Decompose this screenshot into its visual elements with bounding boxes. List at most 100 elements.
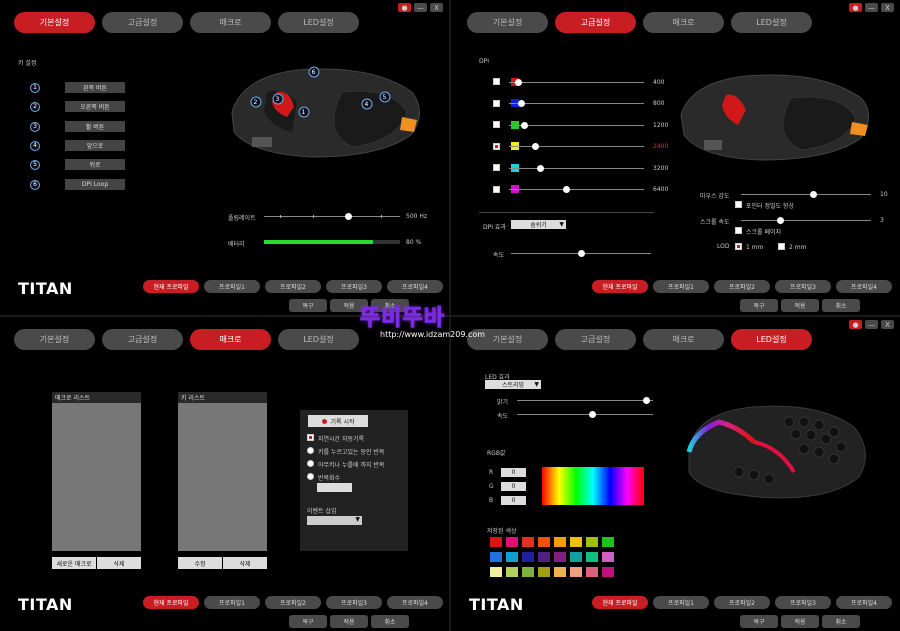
- lod-1mm-checkbox[interactable]: [735, 243, 742, 250]
- profile-2[interactable]: 프로파일2: [714, 596, 770, 609]
- profile-2[interactable]: 프로파일2: [714, 280, 770, 293]
- profile-1[interactable]: 프로파일1: [653, 280, 709, 293]
- tab-advanced[interactable]: 고급설정: [102, 329, 183, 350]
- key-assign-button-right[interactable]: 오른쪽 버튼: [65, 101, 125, 112]
- preset-color-swatch[interactable]: [506, 552, 518, 562]
- profile-current[interactable]: 현재 프로파일: [592, 596, 648, 609]
- profile-4[interactable]: 프로파일4: [836, 596, 892, 609]
- tab-advanced[interactable]: 고급설정: [555, 12, 636, 33]
- polling-rate-slider[interactable]: [264, 213, 400, 220]
- preset-color-swatch[interactable]: [570, 537, 582, 547]
- profile-current[interactable]: 현재 프로파일: [143, 280, 199, 293]
- repeat-count-input[interactable]: [317, 483, 352, 492]
- tab-led[interactable]: LED설정: [278, 329, 359, 350]
- polling-rate-knob[interactable]: [345, 213, 353, 220]
- dpi-slider[interactable]: [509, 121, 644, 129]
- key-assign-button-back[interactable]: 뒤로: [65, 159, 125, 170]
- dpi-knob[interactable]: [515, 78, 523, 86]
- led-speed-knob[interactable]: [588, 411, 596, 418]
- b-input[interactable]: 0: [501, 496, 526, 505]
- record-icon[interactable]: ●: [849, 3, 862, 12]
- close-button[interactable]: X: [881, 320, 894, 329]
- preset-color-swatch[interactable]: [490, 537, 502, 547]
- key-assign-button-wheel[interactable]: 휠 버튼: [65, 121, 125, 132]
- preset-color-swatch[interactable]: [538, 552, 550, 562]
- preset-color-swatch[interactable]: [554, 537, 566, 547]
- tab-advanced[interactable]: 고급설정: [555, 329, 636, 350]
- apply-button[interactable]: 적용: [781, 615, 819, 628]
- dpi-speed-knob[interactable]: [578, 250, 585, 257]
- close-button[interactable]: X: [430, 3, 443, 12]
- profile-current[interactable]: 현재 프로파일: [592, 280, 648, 293]
- macro-list[interactable]: [52, 403, 141, 551]
- scroll-speed-slider[interactable]: [741, 217, 871, 224]
- preset-color-swatch[interactable]: [538, 567, 550, 577]
- preset-color-swatch[interactable]: [490, 567, 502, 577]
- repeat-while-held-radio[interactable]: [307, 447, 314, 454]
- preset-color-swatch[interactable]: [554, 552, 566, 562]
- tab-led[interactable]: LED설정: [731, 12, 812, 33]
- preset-color-swatch[interactable]: [522, 537, 534, 547]
- new-macro-button[interactable]: 새로운 매크로: [52, 557, 96, 569]
- restore-button[interactable]: 복구: [740, 299, 778, 312]
- dpi-enable-checkbox[interactable]: [493, 121, 500, 128]
- key-assign-button-forward[interactable]: 앞으로: [65, 140, 125, 151]
- insert-event-select[interactable]: ▼: [307, 516, 362, 525]
- profile-3[interactable]: 프로파일3: [326, 280, 382, 293]
- color-spectrum-picker[interactable]: [542, 467, 644, 505]
- profile-2[interactable]: 프로파일2: [265, 280, 321, 293]
- dpi-enable-checkbox[interactable]: [493, 99, 500, 107]
- tab-led[interactable]: LED설정: [731, 329, 812, 350]
- cancel-button[interactable]: 취소: [371, 299, 409, 312]
- minimize-button[interactable]: —: [865, 320, 878, 329]
- preset-color-swatch[interactable]: [506, 567, 518, 577]
- preset-color-swatch[interactable]: [506, 537, 518, 547]
- profile-3[interactable]: 프로파일3: [775, 596, 831, 609]
- auto-delay-checkbox[interactable]: [307, 434, 314, 441]
- dpi-knob[interactable]: [518, 100, 526, 107]
- scroll-speed-knob[interactable]: [777, 217, 784, 224]
- restore-button[interactable]: 복구: [289, 299, 327, 312]
- preset-color-swatch[interactable]: [538, 537, 550, 547]
- repeat-until-key-radio[interactable]: [307, 460, 314, 467]
- tab-macro[interactable]: 매크로: [643, 12, 724, 33]
- restore-button[interactable]: 복구: [740, 615, 778, 628]
- dpi-knob[interactable]: [520, 121, 528, 129]
- apply-button[interactable]: 적용: [781, 299, 819, 312]
- tab-basic[interactable]: 기본설정: [467, 329, 548, 350]
- led-speed-slider[interactable]: [517, 411, 653, 418]
- preset-color-swatch[interactable]: [586, 552, 598, 562]
- tab-macro[interactable]: 매크로: [190, 12, 271, 33]
- preset-color-swatch[interactable]: [602, 537, 614, 547]
- minimize-button[interactable]: —: [414, 3, 427, 12]
- tab-basic[interactable]: 기본설정: [14, 12, 95, 33]
- preset-color-swatch[interactable]: [570, 552, 582, 562]
- r-input[interactable]: 0: [501, 468, 526, 477]
- delete-macro-button[interactable]: 삭제: [97, 557, 141, 569]
- apply-button[interactable]: 적용: [330, 615, 368, 628]
- preset-color-swatch[interactable]: [554, 567, 566, 577]
- dpi-enable-checkbox[interactable]: [493, 78, 500, 85]
- apply-button[interactable]: 적용: [330, 299, 368, 312]
- profile-3[interactable]: 프로파일3: [775, 280, 831, 293]
- preset-color-swatch[interactable]: [586, 537, 598, 547]
- brightness-slider[interactable]: [517, 397, 653, 404]
- key-assign-button-left[interactable]: 왼쪽 버튼: [65, 82, 125, 93]
- tab-advanced[interactable]: 고급설정: [102, 12, 183, 33]
- close-button[interactable]: X: [881, 3, 894, 12]
- preset-color-swatch[interactable]: [602, 567, 614, 577]
- record-start-button[interactable]: 기록 시작: [308, 415, 368, 427]
- restore-button[interactable]: 복구: [289, 615, 327, 628]
- dpi-slider[interactable]: [509, 78, 644, 86]
- repeat-count-radio[interactable]: [307, 473, 314, 480]
- g-input[interactable]: 0: [501, 482, 526, 491]
- profile-1[interactable]: 프로파일1: [204, 596, 260, 609]
- dpi-knob[interactable]: [562, 186, 570, 193]
- lod-2mm-checkbox[interactable]: [778, 243, 785, 250]
- tab-led[interactable]: LED설정: [278, 12, 359, 33]
- preset-color-swatch[interactable]: [522, 552, 534, 562]
- edit-key-button[interactable]: 수정: [178, 557, 222, 569]
- profile-4[interactable]: 프로파일4: [387, 280, 443, 293]
- dpi-slider[interactable]: [509, 164, 644, 172]
- cancel-button[interactable]: 취소: [822, 299, 860, 312]
